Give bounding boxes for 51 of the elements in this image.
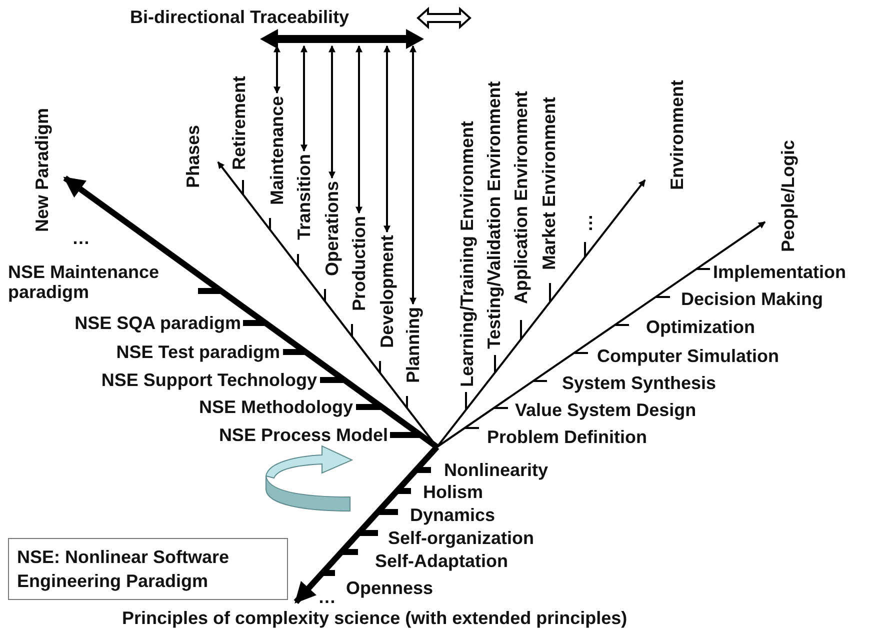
tick-label: Nonlinearity xyxy=(444,460,548,480)
tick-label: Openness xyxy=(346,578,434,598)
axis-title: Phases xyxy=(183,124,203,188)
axis-title: New Paradigm xyxy=(32,108,52,232)
arrow xyxy=(293,444,440,605)
tick-label: Self-organization xyxy=(388,528,534,548)
tick-label: Application Environment xyxy=(511,90,531,304)
phase-label: Maintenance xyxy=(267,96,287,205)
phase-label: Production xyxy=(349,216,369,311)
tick-label: NSE Methodology xyxy=(199,397,353,417)
tick-label: Problem Definition xyxy=(487,427,648,447)
tick-label: NSE Process Model xyxy=(218,425,388,445)
arrow xyxy=(436,221,766,448)
tick-label: Decision Making xyxy=(681,289,824,309)
tick-label: Implementation xyxy=(713,262,846,282)
phase-label: Operations xyxy=(322,180,342,276)
ellipsis: … xyxy=(318,587,336,607)
axis-title: Principles of complexity science (with extended principles) xyxy=(122,608,628,628)
ellipsis: … xyxy=(72,228,90,248)
tick-label: Optimization xyxy=(646,317,755,337)
tick-label: Market Environment xyxy=(539,96,559,270)
phase-label: Transition xyxy=(294,154,314,240)
definition-box: NSE: Nonlinear Software Engineering Paradigm xyxy=(8,538,288,600)
axis-title: Environment xyxy=(667,80,687,190)
tick-label: NSE Support Technology xyxy=(101,370,317,390)
arrow xyxy=(410,45,416,305)
tick-label: Holism xyxy=(423,482,484,502)
tick-label: NSE SQA paradigm xyxy=(74,313,241,333)
tick-label: Computer Simulation xyxy=(597,346,780,366)
arrow xyxy=(300,45,308,152)
axis-title: People/Logic xyxy=(778,140,798,252)
tick-label: Learning/Training Environment xyxy=(457,120,477,387)
arrow xyxy=(436,179,646,448)
phase-label: Planning xyxy=(403,307,423,383)
tick-label: Retirement xyxy=(229,76,249,170)
traceability-bar xyxy=(260,28,424,50)
phase-label: Development xyxy=(377,234,397,348)
tick-label: NSE Test paradigm xyxy=(116,342,280,362)
arrow xyxy=(384,45,390,233)
tick-label: NSE Maintenance paradigm xyxy=(8,262,160,302)
tick-label: Testing/Validation Environment xyxy=(484,81,504,349)
arrow xyxy=(328,45,336,179)
arrow xyxy=(356,45,362,214)
tick-label: Dynamics xyxy=(410,505,496,525)
traceability-title: Bi-directional Traceability xyxy=(130,7,350,27)
tick-label: System Synthesis xyxy=(562,373,716,393)
tick-label: Self-Adaptation xyxy=(375,551,508,571)
arrow xyxy=(274,45,280,94)
arrow xyxy=(62,175,440,450)
ellipsis: … xyxy=(576,214,596,232)
tick-label: Value System Design xyxy=(515,400,696,420)
